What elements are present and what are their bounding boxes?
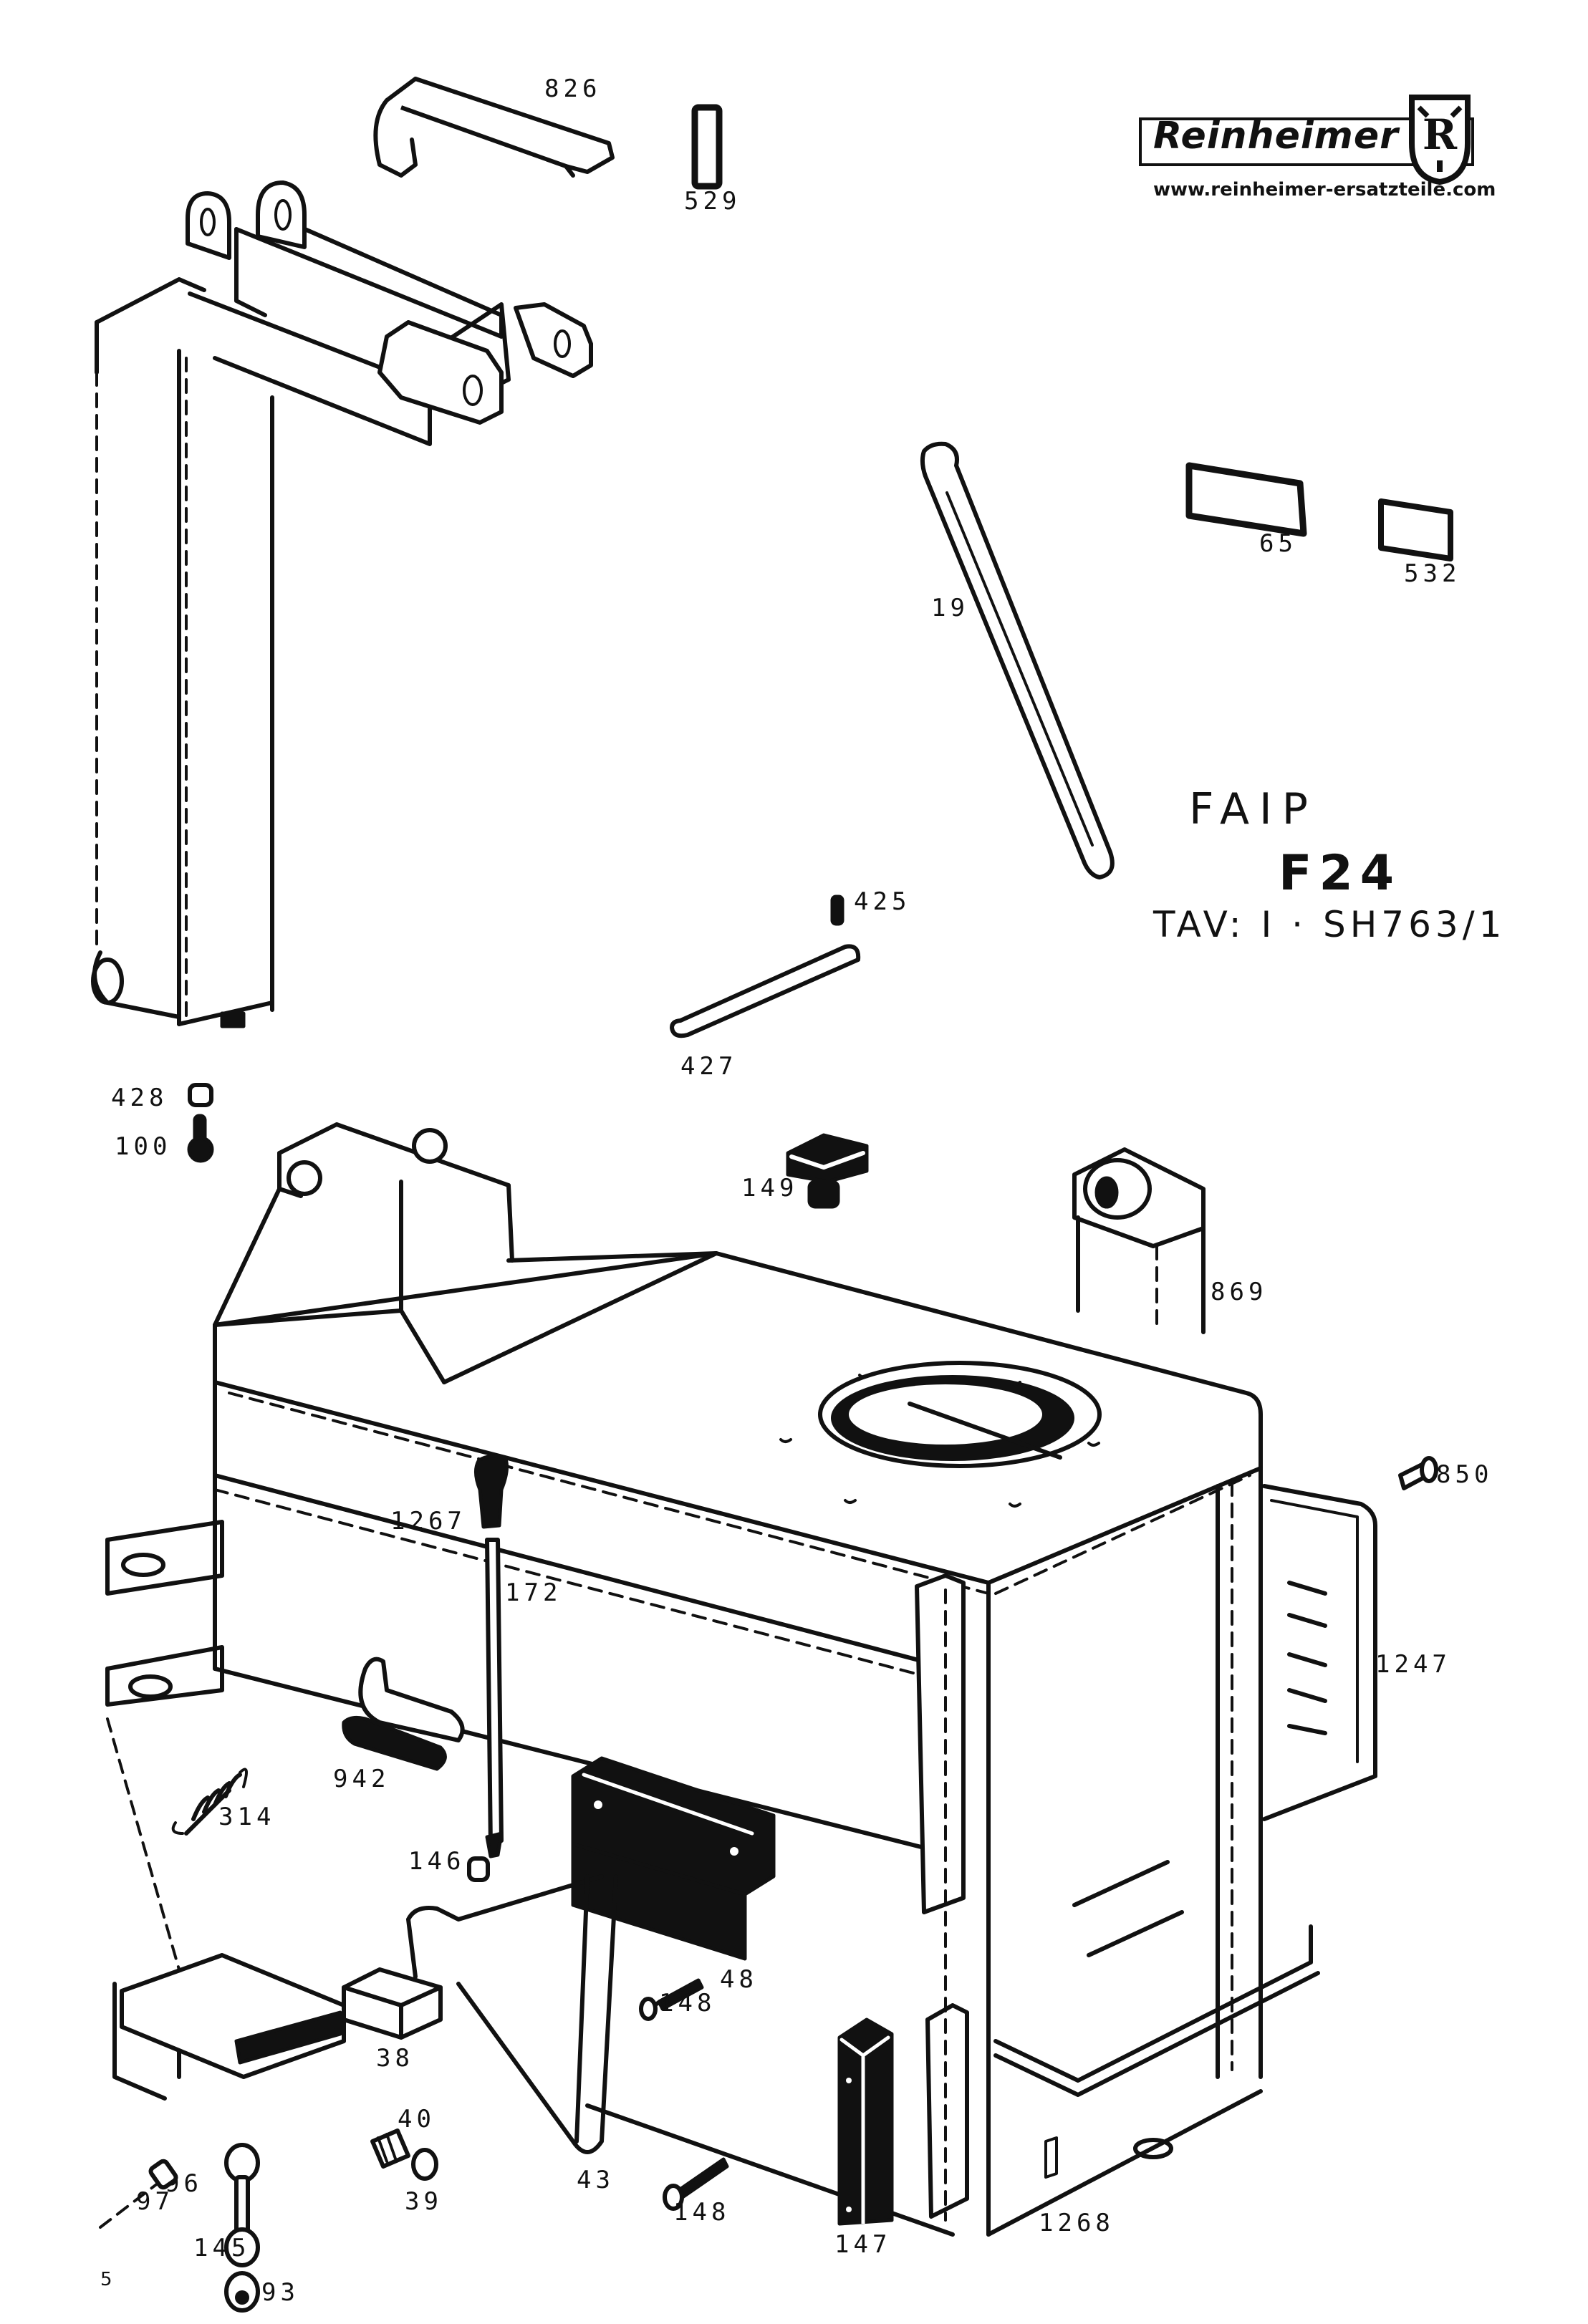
part-label-942: 942 [333, 1765, 390, 1793]
part-148-screw-upper[interactable] [639, 1978, 704, 2021]
part-93-nut[interactable] [224, 2271, 260, 2313]
part-19-tire-lever[interactable] [920, 441, 1115, 879]
part-532-pad[interactable] [1378, 498, 1453, 561]
shield-R-logo-icon: R [1409, 95, 1471, 185]
part-label-43: 43 [577, 2166, 615, 2194]
part-869-pressure-gauge[interactable] [1072, 1147, 1206, 1334]
part-label-145: 145 [193, 2234, 250, 2262]
part-label-850: 850 [1436, 1460, 1493, 1489]
model-title: F24 [1279, 845, 1402, 902]
part-label-172: 172 [505, 1578, 562, 1607]
part-43-pedal-lever[interactable] [456, 1874, 618, 2154]
part-label-19: 19 [931, 594, 969, 622]
part-147-corner-post[interactable] [837, 2017, 894, 2226]
manufacturer-title: FAIP [1189, 784, 1318, 834]
part-1267-control-knob[interactable] [474, 1454, 509, 1529]
part-label-529: 529 [684, 187, 741, 216]
part-146-bushing[interactable] [467, 1856, 490, 1882]
part-label-97: 97 [136, 2187, 174, 2216]
part-96-bolt[interactable] [224, 2143, 260, 2237]
linkage-arm [406, 1874, 604, 1979]
part-label-146: 146 [408, 1847, 465, 1876]
part-172-control-rod[interactable] [485, 1538, 504, 1858]
table-reference: TAV: I · SH763/1 [1153, 904, 1506, 945]
part-826-cover[interactable] [373, 77, 615, 178]
part-label-147: 147 [834, 2230, 891, 2259]
part-65-pad[interactable] [1185, 462, 1307, 537]
part-label-1247: 1247 [1375, 1650, 1451, 1679]
svg-text:R: R [1423, 110, 1458, 159]
part-38-block[interactable] [342, 1967, 443, 2040]
part-149-knob[interactable] [786, 1133, 869, 1209]
part-428-nut[interactable] [188, 1083, 213, 1107]
part-label-1267: 1267 [390, 1507, 466, 1535]
part-label-148-lower: 148 [673, 2198, 730, 2227]
part-label-428: 428 [111, 1084, 168, 1112]
part-427-pin[interactable] [670, 944, 861, 1038]
part-label-148-upper: 148 [659, 1989, 716, 2017]
part-label-48: 48 [720, 1965, 758, 1994]
part-850-screw[interactable] [1398, 1456, 1438, 1490]
part-label-40: 40 [398, 2105, 436, 2133]
part-label-532: 532 [1404, 559, 1461, 588]
part-425-set-screw[interactable] [830, 895, 844, 926]
part-529-insert[interactable] [691, 104, 723, 190]
column-frame [91, 180, 593, 1028]
part-label-100: 100 [115, 1132, 171, 1161]
part-145-washer[interactable] [224, 2227, 260, 2267]
part-39-cap[interactable] [411, 2148, 438, 2181]
part-label-427: 427 [680, 1052, 737, 1081]
part-label-314: 314 [218, 1803, 275, 1831]
page-mark: 5 [100, 2269, 112, 2290]
part-97-cable[interactable] [99, 2159, 178, 2229]
part-label-38: 38 [376, 2044, 414, 2073]
part-label-826: 826 [544, 74, 601, 103]
part-48-cover-plate[interactable] [571, 1756, 776, 1961]
part-148-screw-lower[interactable] [663, 2157, 729, 2211]
machine-cabinet [105, 1122, 1263, 2237]
part-label-65: 65 [1259, 529, 1297, 558]
part-100-bolt[interactable] [187, 1114, 214, 1163]
part-label-149: 149 [741, 1174, 798, 1202]
part-label-425: 425 [854, 887, 910, 916]
part-1268-side-rail[interactable] [993, 1860, 1320, 2179]
brand-name: Reinheimer [1153, 115, 1399, 158]
part-label-93: 93 [261, 2278, 299, 2307]
part-label-39: 39 [405, 2187, 443, 2216]
part-label-869: 869 [1211, 1278, 1267, 1306]
part-label-1268: 1268 [1039, 2209, 1115, 2237]
part-942-handle[interactable] [342, 1657, 465, 1771]
brand-website[interactable]: www.reinheimer-ersatzteile.com [1153, 179, 1496, 201]
part-314-spring[interactable] [171, 1768, 248, 1836]
part-40-spring[interactable] [370, 2128, 410, 2169]
part-1247-shelf-bracket[interactable] [1262, 1484, 1377, 1821]
